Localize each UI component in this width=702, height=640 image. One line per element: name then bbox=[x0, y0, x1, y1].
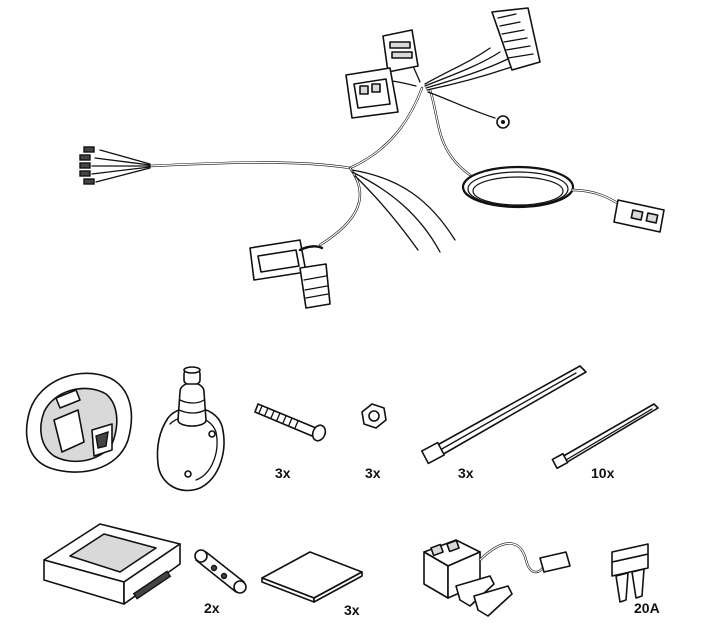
adhesive-pad-icon bbox=[261, 551, 363, 603]
adhesive-pad-quantity: 3x bbox=[344, 602, 360, 618]
bolt-quantity: 3x bbox=[275, 465, 291, 481]
nut-quantity: 3x bbox=[365, 465, 381, 481]
butt-connector-quantity: 2x bbox=[204, 600, 220, 616]
control-module-icon bbox=[43, 523, 181, 605]
small-cable-tie-icon bbox=[551, 403, 659, 470]
bolt-icon bbox=[254, 403, 327, 442]
wiring-harness bbox=[79, 47, 665, 253]
large-cable-tie-quantity: 3x bbox=[458, 465, 474, 481]
nut-icon bbox=[361, 403, 387, 429]
small-cable-tie-quantity: 10x bbox=[591, 465, 615, 481]
harness-connector-top bbox=[382, 29, 419, 73]
harness-connector-left bbox=[345, 67, 399, 119]
butt-connector-icon bbox=[194, 549, 247, 594]
fuse-rating: 20A bbox=[634, 600, 660, 616]
blade-fuse-icon bbox=[611, 543, 649, 603]
socket-mounting-plate-icon bbox=[156, 366, 225, 492]
trailer-socket-icon bbox=[25, 372, 133, 473]
relay-fuse-holder-icon bbox=[423, 539, 571, 617]
large-cable-tie-icon bbox=[420, 365, 587, 465]
harness-connector-bottom bbox=[249, 239, 331, 309]
harness-comb-connector bbox=[491, 7, 541, 71]
